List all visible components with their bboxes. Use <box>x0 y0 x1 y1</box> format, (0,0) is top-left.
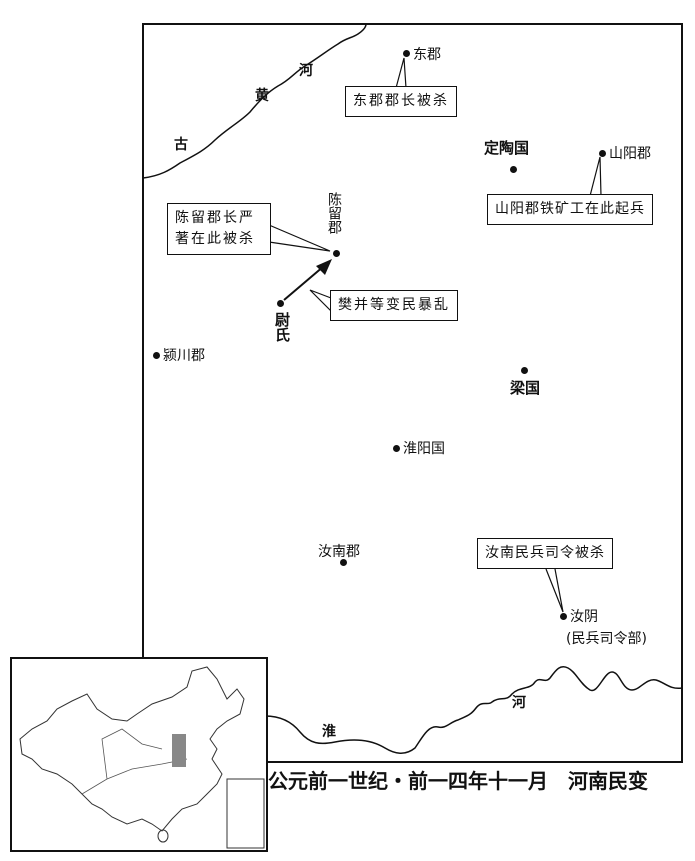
city-dot-huaiyang <box>393 445 400 452</box>
city-dot-chenliu <box>333 250 340 257</box>
callout-chenliu: 陈留郡长严 著在此被杀 <box>167 203 271 255</box>
callout-runan: 汝南民兵司令被杀 <box>477 538 613 569</box>
map-title: 公元前一世纪・前一四年十一月 河南民变 <box>268 769 648 793</box>
yellow-river <box>142 23 367 179</box>
place-shanyang: 山阳郡 <box>609 146 651 162</box>
city-dot-yingchuan <box>153 352 160 359</box>
callout-chenliu-line1: 陈留郡长严 <box>175 210 255 226</box>
river-label-huai: 淮 <box>322 724 336 740</box>
city-dot-liang <box>521 367 528 374</box>
arrow-head <box>316 259 332 275</box>
china-outline <box>19 666 265 849</box>
city-dot-shanyang <box>599 150 606 157</box>
highlight-region <box>172 734 186 767</box>
river-label-huang: 黄 <box>255 88 269 104</box>
map-frame <box>142 23 683 763</box>
city-dot-runan <box>340 559 347 566</box>
city-dot-dongjun <box>403 50 410 57</box>
callout-weishi: 樊并等变民暴乱 <box>330 290 458 321</box>
place-dingtao: 定陶国 <box>484 139 530 157</box>
city-dot-dingtao <box>510 166 517 173</box>
place-yingchuan: 颍川郡 <box>163 348 205 364</box>
river-label-he2: 河 <box>512 695 526 711</box>
callout-pointer-dongjun <box>395 57 407 89</box>
callout-pointer-weishi <box>309 289 332 312</box>
callout-pointer-runan <box>545 568 564 613</box>
place-runan: 汝南郡 <box>318 544 360 560</box>
huai-river <box>264 666 683 754</box>
place-ruyin: 汝阴 <box>570 609 598 625</box>
locator-inset-map <box>10 657 268 852</box>
callout-shanyang: 山阳郡铁矿工在此起兵 <box>487 194 653 225</box>
south-china-sea-inset <box>226 778 265 849</box>
city-dot-weishi <box>277 300 284 307</box>
city-dot-ruyin <box>560 613 567 620</box>
callout-pointer-chenliu <box>268 224 331 252</box>
river-label-he: 河 <box>299 63 313 79</box>
place-ruyin-note: (民兵司令部) <box>566 631 647 647</box>
callout-dongjun: 东郡郡长被杀 <box>345 86 457 117</box>
place-dongjun: 东郡 <box>413 47 441 63</box>
place-liang: 梁国 <box>510 379 541 397</box>
march-arrow <box>283 265 325 301</box>
place-huaiyang: 淮阳国 <box>403 441 445 457</box>
place-weishi: 尉氏 <box>273 312 291 342</box>
callout-pointer-shanyang <box>589 156 602 197</box>
callout-chenliu-line2: 著在此被杀 <box>175 231 255 247</box>
river-label-gu: 古 <box>174 137 188 153</box>
place-chenliu: 陈留郡 <box>326 192 342 234</box>
